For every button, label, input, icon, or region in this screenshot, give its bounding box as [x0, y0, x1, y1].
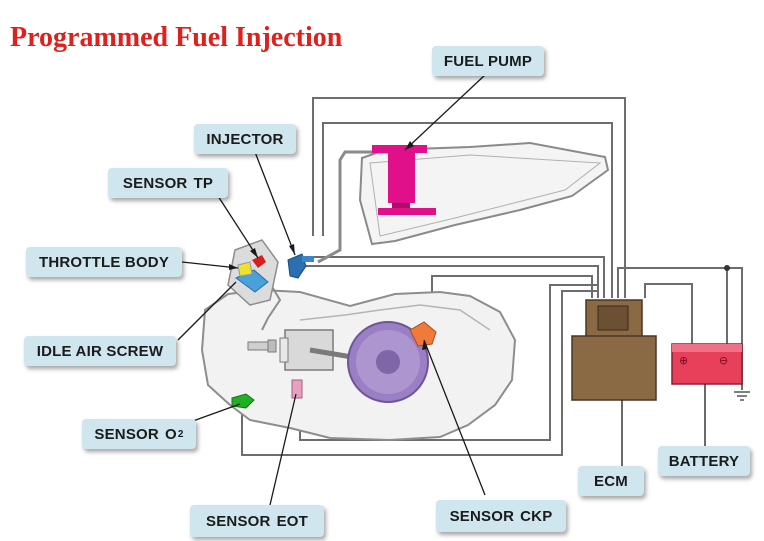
leader-lines — [167, 74, 706, 506]
throttle-body-part — [227, 239, 279, 306]
fuel-pump-label: FUEL PUMP — [432, 46, 544, 76]
ckp-sensor-part — [409, 321, 437, 347]
fuel-pump-part — [372, 145, 436, 215]
sensor-o2-word: SENSOR — [94, 425, 159, 443]
sensor-tp-word: SENSOR — [122, 174, 188, 192]
leader-arrowheads — [229, 141, 427, 350]
fuel-tank-inner — [369, 154, 602, 237]
throttle-body-label-text: THROTTLE BODY — [38, 253, 170, 271]
battery-unit: ⊕ ⊖ — [671, 343, 743, 385]
injector-part — [287, 253, 314, 279]
sensor-tp-code: TP — [193, 174, 214, 192]
sensor-eot-code: EOT — [276, 512, 308, 530]
ground-icon — [734, 391, 750, 401]
injector-label: INJECTOR — [194, 124, 296, 154]
idle-air-screw-label: IDLE AIR SCREW — [24, 336, 176, 366]
sensor-ckp-label: SENSOR CKP — [436, 500, 566, 532]
engine-case-detail — [299, 304, 491, 331]
idle-air-screw-part — [247, 339, 277, 353]
battery-positive-icon: ⊕ — [679, 354, 688, 367]
battery-negative-icon: ⊖ — [719, 354, 728, 367]
sensor-o2-code: O — [164, 425, 177, 443]
ecm-unit — [571, 299, 657, 401]
battery-label: BATTERY — [658, 446, 750, 476]
battery-label-text: BATTERY — [668, 452, 740, 470]
wiring-harness — [241, 97, 743, 456]
sensor-eot-word: SENSOR — [206, 512, 271, 530]
fuel-line — [317, 150, 390, 264]
ecm-label-text: ECM — [594, 472, 628, 490]
idle-air-screw-label-text: IDLE AIR SCREW — [36, 342, 164, 360]
fuel-tank-outline — [358, 141, 610, 246]
crankshaft-part — [347, 321, 429, 403]
ecm-label: ECM — [578, 466, 644, 496]
sensor-ckp-code: CKP — [520, 507, 553, 525]
piston-assembly — [279, 329, 371, 371]
eot-sensor-part — [291, 379, 303, 399]
sensor-o2-subscript: 2 — [177, 428, 184, 440]
fuel-pump-label-text: FUEL PUMP — [443, 52, 533, 70]
wire-junction — [724, 265, 730, 271]
page-title: Programmed Fuel Injection — [10, 22, 343, 53]
throttle-body-label: THROTTLE BODY — [26, 247, 182, 277]
sensor-ckp-word: SENSOR — [449, 507, 515, 525]
sensor-eot-label: SENSOR EOT — [190, 505, 324, 537]
injector-label-text: INJECTOR — [206, 130, 284, 148]
sensor-tp-label: SENSOR TP — [108, 168, 228, 198]
tp-sensor-part — [252, 255, 266, 268]
